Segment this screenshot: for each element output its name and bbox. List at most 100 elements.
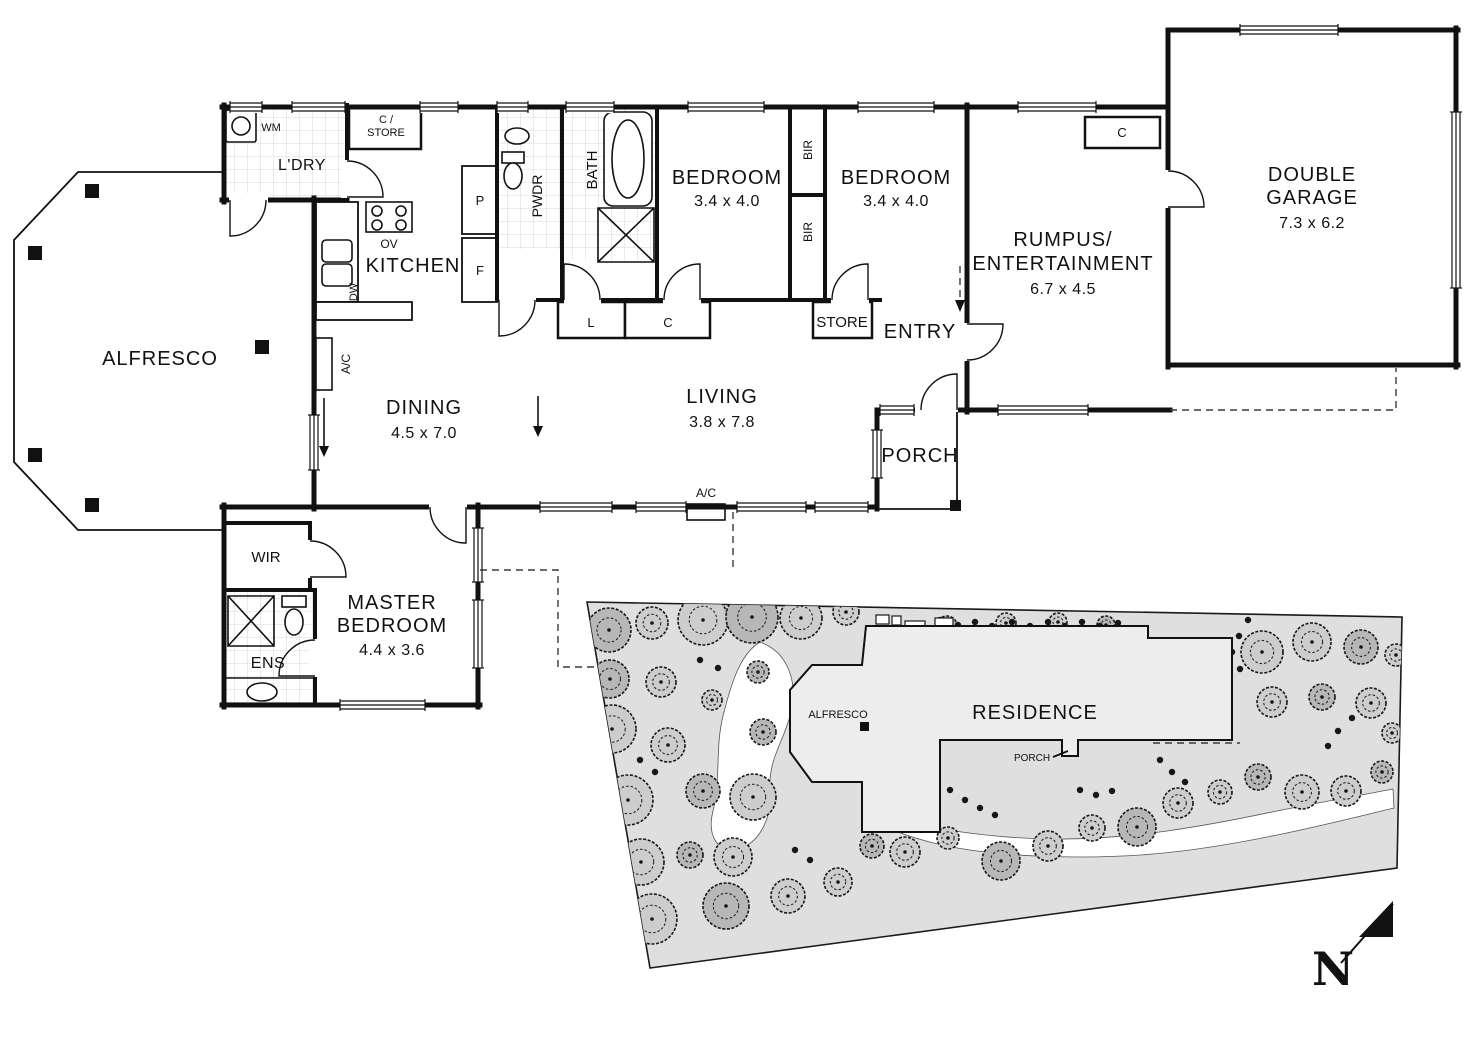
tree-icon <box>981 841 1021 881</box>
alfresco-label: ALFRESCO <box>102 348 218 370</box>
tree-icon <box>1078 814 1106 842</box>
windows-layer <box>229 24 1462 711</box>
tree-icon <box>617 838 665 886</box>
door-swing-icon <box>309 540 347 578</box>
door-opening <box>229 193 268 206</box>
shrub-icon <box>1156 756 1164 764</box>
arrowhead-icon <box>533 426 543 437</box>
kitchen-label: KITCHEN <box>366 255 461 277</box>
site-porch-label: PORCH <box>1014 753 1050 764</box>
arrowhead-icon <box>955 300 965 312</box>
window-icon <box>565 101 615 113</box>
tree-icon <box>779 602 823 640</box>
shrub-icon <box>636 756 644 764</box>
shrub-icon <box>651 768 659 776</box>
ens-toilet-cistern-icon <box>281 595 307 608</box>
shrub-icon <box>961 796 969 804</box>
door-swing-icon <box>966 323 1004 361</box>
shrub-icon <box>1092 791 1100 799</box>
tree-icon <box>1032 830 1064 862</box>
tree-icon <box>832 602 860 626</box>
bedroom2-label: BEDROOM <box>672 167 782 189</box>
rumpus-dims: 6.7 x 4.5 <box>1030 281 1096 298</box>
toilet-bowl-icon <box>503 162 523 190</box>
tree-icon <box>1343 629 1379 665</box>
sink-bowl-icon <box>321 239 353 263</box>
window-icon <box>419 101 459 113</box>
tree-icon <box>702 882 750 930</box>
porch-label: PORCH <box>881 445 958 467</box>
shrub-icon <box>791 846 799 854</box>
door-swing-icon <box>563 263 601 301</box>
tree-icon <box>587 704 637 754</box>
bath-label: BATH <box>584 151 601 190</box>
shower-icon <box>597 207 655 263</box>
shrub-icon <box>991 811 999 819</box>
shrub-icon <box>1334 727 1342 735</box>
tree-icon <box>889 836 921 868</box>
floor-plan: ALFRESCO L'DRY WM C / STORE OV KITCHEN D… <box>13 24 1462 711</box>
door-opening <box>303 540 316 578</box>
door-opening <box>309 639 322 677</box>
door-opening <box>915 403 958 417</box>
tree-icon <box>770 878 806 914</box>
stove-burner-icon <box>371 219 383 231</box>
tree-icon <box>676 841 704 869</box>
master-label-2: BEDROOM <box>337 615 447 637</box>
window-icon <box>997 404 1089 416</box>
cabinets-closets <box>315 105 1162 340</box>
shrub-icon <box>1108 787 1116 795</box>
projection-dash <box>1170 368 1397 411</box>
tree-icon <box>749 718 777 746</box>
door-swing-icon <box>663 263 701 301</box>
bedroom3-dims: 3.4 x 4.0 <box>863 193 929 210</box>
pantry-label: P <box>476 193 485 208</box>
rumpus-cupboard <box>1083 115 1162 150</box>
tree-icon <box>602 774 654 826</box>
shrub-icon <box>806 856 814 864</box>
sink-bowl-icon <box>321 263 353 287</box>
door-swing-icon <box>346 160 384 198</box>
shrub-icon <box>1044 618 1052 626</box>
window-icon <box>814 501 869 513</box>
stove-burner-icon <box>395 205 407 217</box>
rumpus-label-2: ENTERTAINMENT <box>972 253 1153 275</box>
door-opening <box>960 323 974 361</box>
deck-post-icon <box>28 448 42 462</box>
door-opening <box>499 294 536 306</box>
door-swing-icon <box>429 506 467 544</box>
bathtub-inner-icon <box>611 119 645 199</box>
c-store-label-1: C / <box>379 114 394 126</box>
door-opening <box>663 294 701 306</box>
tree-icon <box>1162 787 1194 819</box>
tree-icon <box>1244 763 1272 791</box>
north-compass: N <box>1312 901 1394 996</box>
master-label-1: MASTER <box>347 592 436 614</box>
residence-footprint <box>789 625 1233 833</box>
door-opening <box>341 160 354 198</box>
ens-basin-icon <box>246 682 278 702</box>
door-opening <box>1161 170 1175 208</box>
dw-label: DW <box>348 282 360 301</box>
deck-post-icon <box>255 340 269 354</box>
residence-label: RESIDENCE <box>972 702 1098 724</box>
tree-icon <box>729 773 777 821</box>
toilet-cistern-icon <box>501 151 525 164</box>
tree-icon <box>725 602 779 644</box>
shrub-icon <box>976 804 984 812</box>
fixtures <box>225 109 726 702</box>
hall-cupboard <box>623 300 712 340</box>
tree-icon <box>645 666 677 698</box>
shrub-icon <box>1076 786 1084 794</box>
ac2-label: A/C <box>696 486 716 500</box>
stove-icon <box>365 201 413 233</box>
shrub-icon <box>1348 714 1356 722</box>
shrub-icon <box>1008 618 1016 626</box>
tree-icon <box>590 659 630 699</box>
hall-cupboard-label: C <box>663 315 672 330</box>
ens-label: ENS <box>251 655 285 672</box>
shrub-icon <box>1235 632 1243 640</box>
tree-icon <box>1308 683 1336 711</box>
